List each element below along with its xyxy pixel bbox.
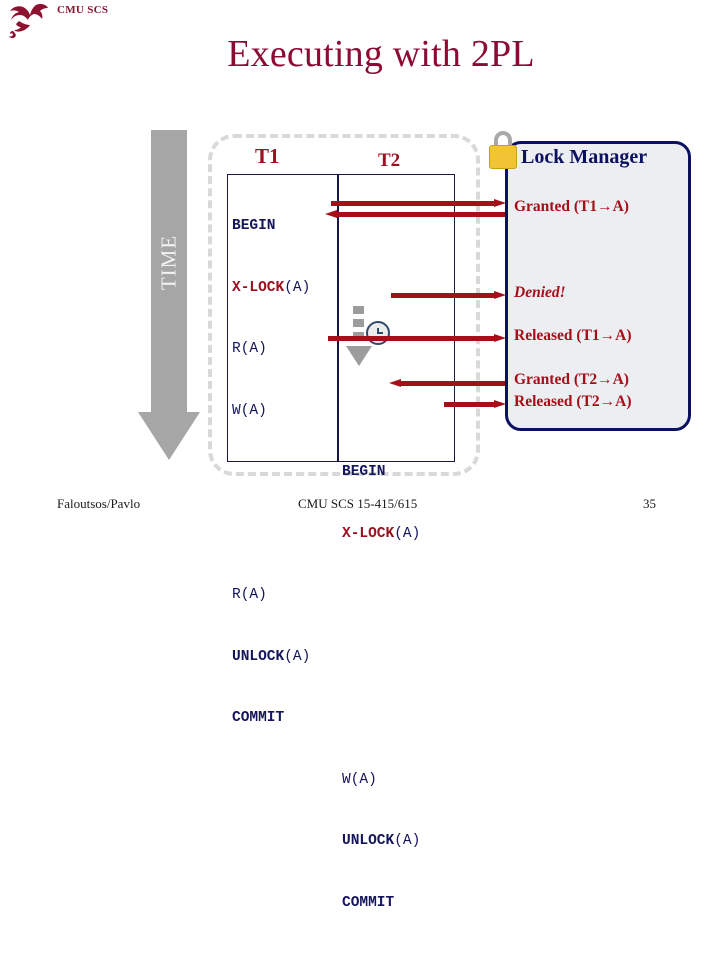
code-line: BEGIN [342,464,386,480]
code-line-blank [232,524,338,545]
column-header-t2: T2 [378,150,401,171]
clock-icon [366,321,390,345]
footer-author: Faloutsos/Pavlo [57,496,141,511]
time-axis-arrow: TIME [138,130,200,460]
code-arg: (A) [394,525,421,542]
code-keyword: UNLOCK [342,833,395,849]
lock-manager-entry-denied: Denied! [514,284,566,301]
arrow-unlock-t1-request [328,334,506,343]
code-line: W(A) [232,402,267,419]
org-label: CMU SCS [57,4,109,16]
arrow-xlock-t2-request [391,291,506,300]
lock-manager-title: Lock Manager [521,146,648,168]
code-line: X-LOCK(A) [342,524,454,545]
code-line-blank [342,216,454,237]
code-keyword: X-LOCK [232,279,285,296]
arrow-xlock-t1-request [331,199,506,208]
t1-code-column: BEGIN X-LOCK(A) R(A) W(A) R(A) UNLOCK(A)… [232,175,338,770]
code-line: COMMIT [342,894,395,911]
footer-page-number: 35 [643,496,656,511]
transactions-panel [208,134,480,476]
code-line-blank [342,647,454,668]
code-line: X-LOCK(A) [232,278,338,299]
code-line-blank [342,708,454,729]
arrow-unlock-t2-request [444,400,506,409]
code-line: R(A) [232,587,267,603]
lock-manager-entry-released-t2: Released (T2→A) [514,393,632,410]
arrow-granted-t2-response [389,379,506,388]
code-line-blank [342,585,454,606]
code-line-blank [342,401,454,422]
time-axis-label: TIME [156,234,181,291]
lock-manager-panel [505,141,691,431]
code-line: BEGIN [232,218,276,234]
code-keyword: X-LOCK [342,525,395,542]
padlock-icon [487,131,519,171]
lock-manager-entry-granted-t1: Granted (T1→A) [514,198,629,215]
code-line: W(A) [342,771,377,788]
footer-course: CMU SCS 15-415/615 [298,496,418,511]
code-keyword: UNLOCK [232,648,285,665]
page-title: Executing with 2PL [227,33,535,75]
lock-manager-entry-granted-t2: Granted (T2→A) [514,371,629,388]
code-line: UNLOCK(A) [232,647,338,668]
lock-manager-entry-released-t1: Released (T1→A) [514,327,632,344]
column-header-t1: T1 [255,144,280,168]
down-arrow-icon [151,130,187,412]
arrow-granted-t1-response [325,210,506,219]
down-arrow-head-icon [138,412,200,460]
code-arg: (A) [394,833,421,849]
code-line-blank [232,462,338,483]
code-arg: (A) [284,279,311,296]
column-divider [337,175,339,461]
cmu-scotty-dragon-icon [9,4,48,39]
code-line: UNLOCK(A) [342,831,454,852]
code-line: R(A) [232,341,267,357]
code-line: COMMIT [232,710,285,726]
code-arg: (A) [284,648,311,665]
